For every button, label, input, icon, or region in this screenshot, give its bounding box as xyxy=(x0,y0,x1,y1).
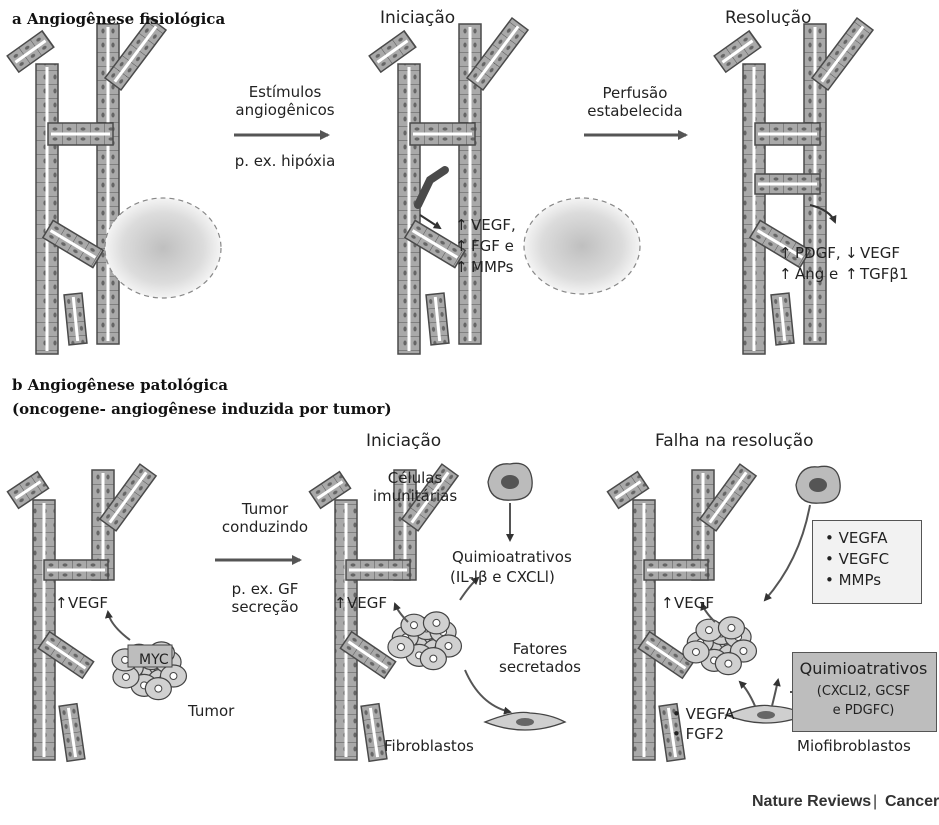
myofibro-arrow xyxy=(772,680,778,706)
chemo-label-line1: Quimioatrativos xyxy=(452,548,572,566)
tumor-cluster-failure-nucleus xyxy=(725,660,732,667)
tumor-cluster-initiation-nucleus xyxy=(397,643,404,650)
footer-separator: | xyxy=(873,793,877,811)
myofibro-arrow xyxy=(740,682,755,706)
secreted-label-line2: secretados xyxy=(490,658,590,676)
immune-cell-nucleus xyxy=(501,475,519,489)
panel-b-stage-initiation: Iniciação xyxy=(366,432,441,450)
tumor-arrow-line2: conduzindo xyxy=(210,518,320,536)
up-arrow-glyph: ↑ xyxy=(55,594,68,612)
init-factor-3: MMPs xyxy=(471,258,513,276)
up-arrow-glyph: ↑ xyxy=(779,265,792,283)
tumor-cluster-nucleus xyxy=(122,673,129,680)
init-factor-1: VEGF, xyxy=(471,216,516,234)
up-arrow-glyph: ↑ xyxy=(455,237,468,255)
panel-a-heading: a Angiogênese fisiológica xyxy=(12,10,225,28)
tumor-arrow-sub1: p. ex. GF xyxy=(210,580,320,598)
b-initiation-vessel-cross xyxy=(346,560,410,580)
tumor-cluster-nucleus xyxy=(155,685,162,692)
tumor-cluster-failure-nucleus xyxy=(728,624,735,631)
angiogenic-sprout xyxy=(418,170,445,205)
up-arrow-glyph: ↑ xyxy=(845,265,858,283)
a-normal-vessel-cross xyxy=(48,123,113,145)
myofibroblasts-label: Miofibroblastos xyxy=(797,737,911,755)
a-resolution-vessel-capillary xyxy=(771,293,794,345)
tumor-cluster-initiation-nucleus xyxy=(430,655,437,662)
a-initiation-vessel-cross xyxy=(410,123,475,145)
box-item-3: • MMPs xyxy=(825,571,881,589)
tumor-cluster-failure-nucleus xyxy=(705,627,712,634)
panel-b-stage-failure: Falha na resolução xyxy=(655,432,814,450)
chemo2-line1: (CXCLl2, GCSF xyxy=(792,683,935,701)
res-factor-tgfb1: TGFβ1 xyxy=(860,265,909,283)
myc-label: MYC xyxy=(139,651,169,669)
vegf-label-1: VEGF xyxy=(68,594,108,612)
chemo2-line2: e PDGFC) xyxy=(792,702,935,720)
up-arrow-glyph: ↑ xyxy=(334,594,347,612)
arrow1-label-line2: angiogênicos xyxy=(225,101,345,119)
res-factor-vegf: VEGF xyxy=(860,244,900,262)
panel-a-stage-initiation: Iniciação xyxy=(380,9,455,27)
b-failure-vessel-cross xyxy=(644,560,708,580)
footer-section: Cancer xyxy=(885,793,939,811)
down-arrow-glyph: ↓ xyxy=(845,244,858,262)
tumor-cluster-initiation-nucleus xyxy=(433,619,440,626)
b-normal-vessel-capillary xyxy=(59,704,85,762)
up-arrow-glyph: ↑ xyxy=(779,244,792,262)
tumor-label: Tumor xyxy=(188,702,234,720)
myofibroblast-nucleus xyxy=(757,711,775,719)
hypoxic-region xyxy=(524,198,640,294)
arrow1-sublabel: p. ex. hipóxia xyxy=(225,152,345,170)
panel-a-stage-resolution: Resolução xyxy=(725,9,811,27)
tumor-arrow-sub2: secreção xyxy=(210,598,320,616)
res-factor-pdgf: PDGF, xyxy=(795,244,841,262)
panel-b-heading-line2: (oncogene- angiogênese induzida por tumo… xyxy=(12,400,392,418)
tumor-cluster-failure-nucleus xyxy=(692,648,699,655)
up-arrow-glyph: ↑ xyxy=(455,216,468,234)
res-factor-ang: Ang e xyxy=(795,265,838,283)
tumor-cluster-initiation-nucleus xyxy=(410,622,417,629)
immune-label-line1: Células xyxy=(365,469,465,487)
vegf-label-2: VEGF xyxy=(347,594,387,612)
up-arrow-glyph: ↑ xyxy=(455,258,468,276)
secreted-label-line1: Fatores xyxy=(490,640,590,658)
failure-factor-2: • FGF2 xyxy=(672,725,724,743)
tumor-cluster-failure-nucleus xyxy=(740,647,747,654)
chemo2-title: Quimioatrativos xyxy=(792,660,935,678)
tumor-cluster-initiation-nucleus xyxy=(445,642,452,649)
a-resolution-vessel-new xyxy=(755,174,820,194)
a-initiation-vessel-capillary xyxy=(426,293,449,345)
fibroblasts-label: Fibroblastos xyxy=(384,737,474,755)
vegf-arrow xyxy=(108,612,130,640)
secreted-arrow xyxy=(465,670,510,712)
immune-cell-nucleus xyxy=(809,478,827,492)
chemo-label-line2: (IL-lβ e CXCLl) xyxy=(450,568,555,586)
init-factor-2: FGF e xyxy=(471,237,514,255)
tumor-cluster-nucleus xyxy=(170,672,177,679)
a-resolution-vessel-cross xyxy=(755,123,820,145)
footer-journal: Nature Reviews xyxy=(752,793,871,811)
vegf-label-3: VEGF xyxy=(674,594,714,612)
immune-label-line2: imunitárias xyxy=(365,487,465,505)
immune-arrow xyxy=(765,505,810,600)
arrow2-label-line2: estabelecida xyxy=(575,102,695,120)
box-item-2: • VEGFC xyxy=(825,550,889,568)
vegf-arrow xyxy=(395,604,408,622)
a-normal-vessel-capillary xyxy=(64,293,87,345)
arrow1-label-line1: Estímulos xyxy=(225,83,345,101)
hypoxic-region xyxy=(105,198,221,298)
b-normal-vessel-cross xyxy=(44,560,108,580)
panel-b-heading-line1: b Angiogênese patológica xyxy=(12,376,228,394)
arrow2-label-line1: Perfusão xyxy=(575,84,695,102)
tumor-arrow-line1: Tumor xyxy=(210,500,320,518)
box-item-1: • VEGFA xyxy=(825,529,888,547)
failure-factor-1: • VEGFA xyxy=(672,705,735,723)
up-arrow-glyph: ↑ xyxy=(661,594,674,612)
fibroblast-nucleus xyxy=(516,718,534,726)
